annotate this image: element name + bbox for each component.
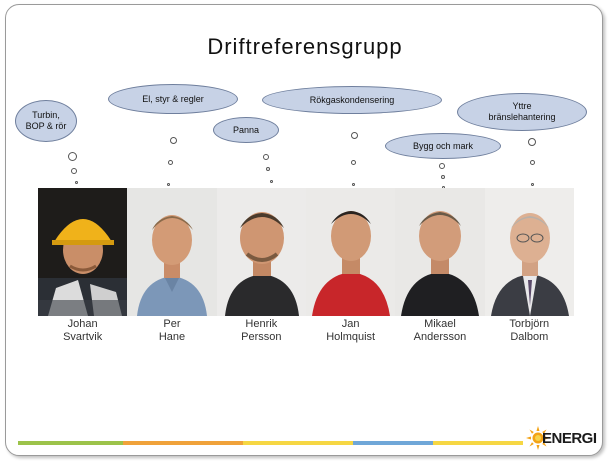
thought-dot [263,154,269,160]
photo-per [127,188,217,316]
thought-dot [530,160,535,165]
cloud-el-styr: El, styr & regler [108,84,238,114]
thought-dot [168,160,173,165]
sun-icon [526,426,550,450]
thought-dot [351,160,356,165]
photo-torbjorn [484,188,574,316]
cloud-rokgas: Rökgaskondensering [262,86,442,114]
cloud-yttre: Yttre bränslehantering [457,93,587,131]
thought-dot [528,138,536,146]
slide-title: Driftreferensgrupp [207,34,403,59]
footer-line-yellow-2 [433,441,523,445]
photo-henrik [216,188,306,316]
photo-jan [305,188,396,316]
thought-dot [266,167,270,171]
thought-dot [351,132,358,139]
thought-dot [441,175,445,179]
photo-mikael [395,188,485,316]
thought-dot [439,163,445,169]
footer-line-green [18,441,123,445]
thought-dot [71,168,77,174]
people-photo-strip [38,188,574,316]
thought-dot [531,183,534,186]
thought-dot [167,183,170,186]
cloud-turbin: Turbin, BOP & rör [15,100,77,142]
footer-line-yellow [243,441,353,445]
thought-dot [270,180,273,183]
footer-line-blue [353,441,433,445]
cloud-bygg: Bygg och mark [385,133,501,159]
cloud-panna: Panna [213,117,279,143]
thought-dot [352,183,355,186]
thought-dot [75,181,78,184]
logo-text: ENERGI [542,430,597,447]
energi-logo [526,426,606,450]
thought-dot [68,152,77,161]
thought-dot [170,137,177,144]
photo-johan [38,188,128,316]
footer-line-orange [123,441,243,445]
